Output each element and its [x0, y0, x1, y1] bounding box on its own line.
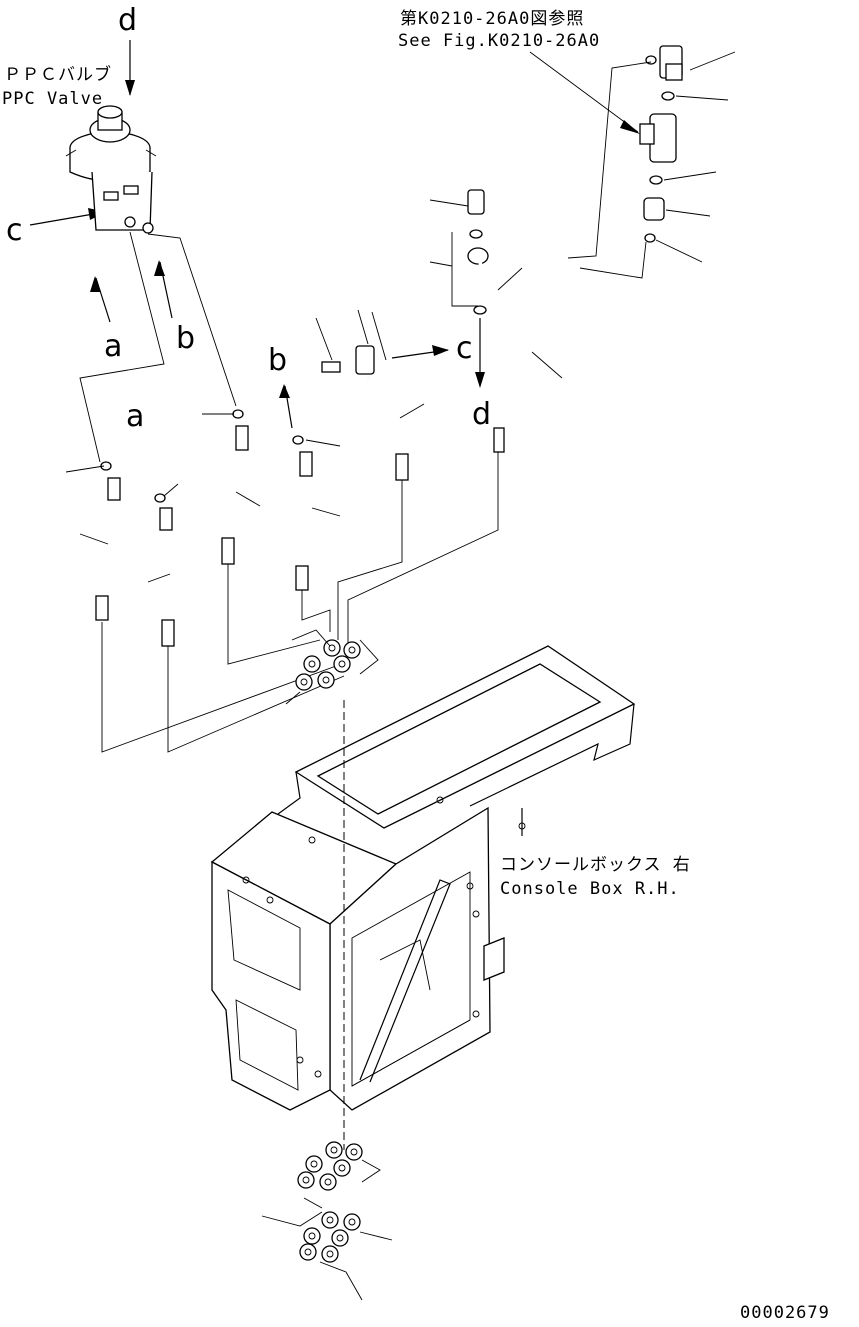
arrow-c-mid: [391, 345, 449, 359]
figure-reference-en: See Fig.K0210-26A0: [398, 31, 600, 51]
oring-4: [644, 233, 656, 243]
ppc-valve: [65, 105, 157, 234]
hose-1: [95, 477, 121, 621]
arrow-b-mid: [279, 384, 293, 429]
letter-a-lower: a: [126, 399, 144, 434]
elbow-fitting: [659, 45, 683, 81]
orings-hoses: [100, 409, 304, 503]
arrow-b-upper: [154, 260, 173, 319]
hose-4: [295, 451, 313, 591]
letter-c-mid: c: [456, 331, 473, 366]
arrow-d-mid: [475, 318, 485, 388]
oring-2: [661, 91, 675, 101]
elbow-connector-mid: [321, 345, 375, 375]
routing-lines: [79, 231, 499, 753]
leader-lines-upper-right: [567, 51, 736, 279]
drawing-number: 00002679: [740, 1303, 830, 1322]
console-box-label-jp: コンソールボックス 右: [500, 855, 691, 875]
console-box: [210, 645, 636, 1150]
letter-a-upper: a: [104, 329, 122, 364]
washer-cluster-upper: [285, 629, 379, 705]
hose-3: [221, 425, 249, 565]
letter-b-mid: b: [268, 343, 287, 378]
leader-lines-connector: [315, 309, 387, 361]
nut-cluster-lower: [261, 1197, 393, 1301]
connector-upper: [467, 189, 485, 215]
hose-long-right: [493, 261, 572, 453]
leader-lines-hoses: [65, 403, 425, 583]
arrow-reference-leader: [529, 51, 640, 134]
nipple-fitting: [643, 197, 665, 221]
letter-d-mid: d: [472, 397, 491, 432]
arrow-a-upper: [90, 276, 111, 323]
leader-lines-middle: [429, 199, 563, 379]
figure-reference-jp: 第K0210-26A0図参照: [400, 9, 584, 29]
tee-fitting: [639, 113, 677, 163]
oring-5: [469, 229, 483, 239]
washer-cluster-lower: [297, 1141, 381, 1191]
letter-b-upper: b: [176, 321, 195, 356]
hose-5: [366, 376, 409, 481]
oring-3: [649, 175, 663, 185]
letter-c-left: c: [6, 213, 23, 248]
swivel-joint: [467, 247, 489, 265]
ppc-valve-label-jp: ＰＰＣバルブ: [4, 64, 112, 85]
arrow-d-top: [125, 40, 135, 96]
oring-6: [473, 305, 487, 315]
letter-d-top: d: [118, 3, 137, 38]
ppc-valve-label-en: PPC Valve: [2, 89, 103, 109]
hose-2: [159, 507, 175, 647]
console-box-label-en: Console Box R.H.: [500, 879, 680, 899]
